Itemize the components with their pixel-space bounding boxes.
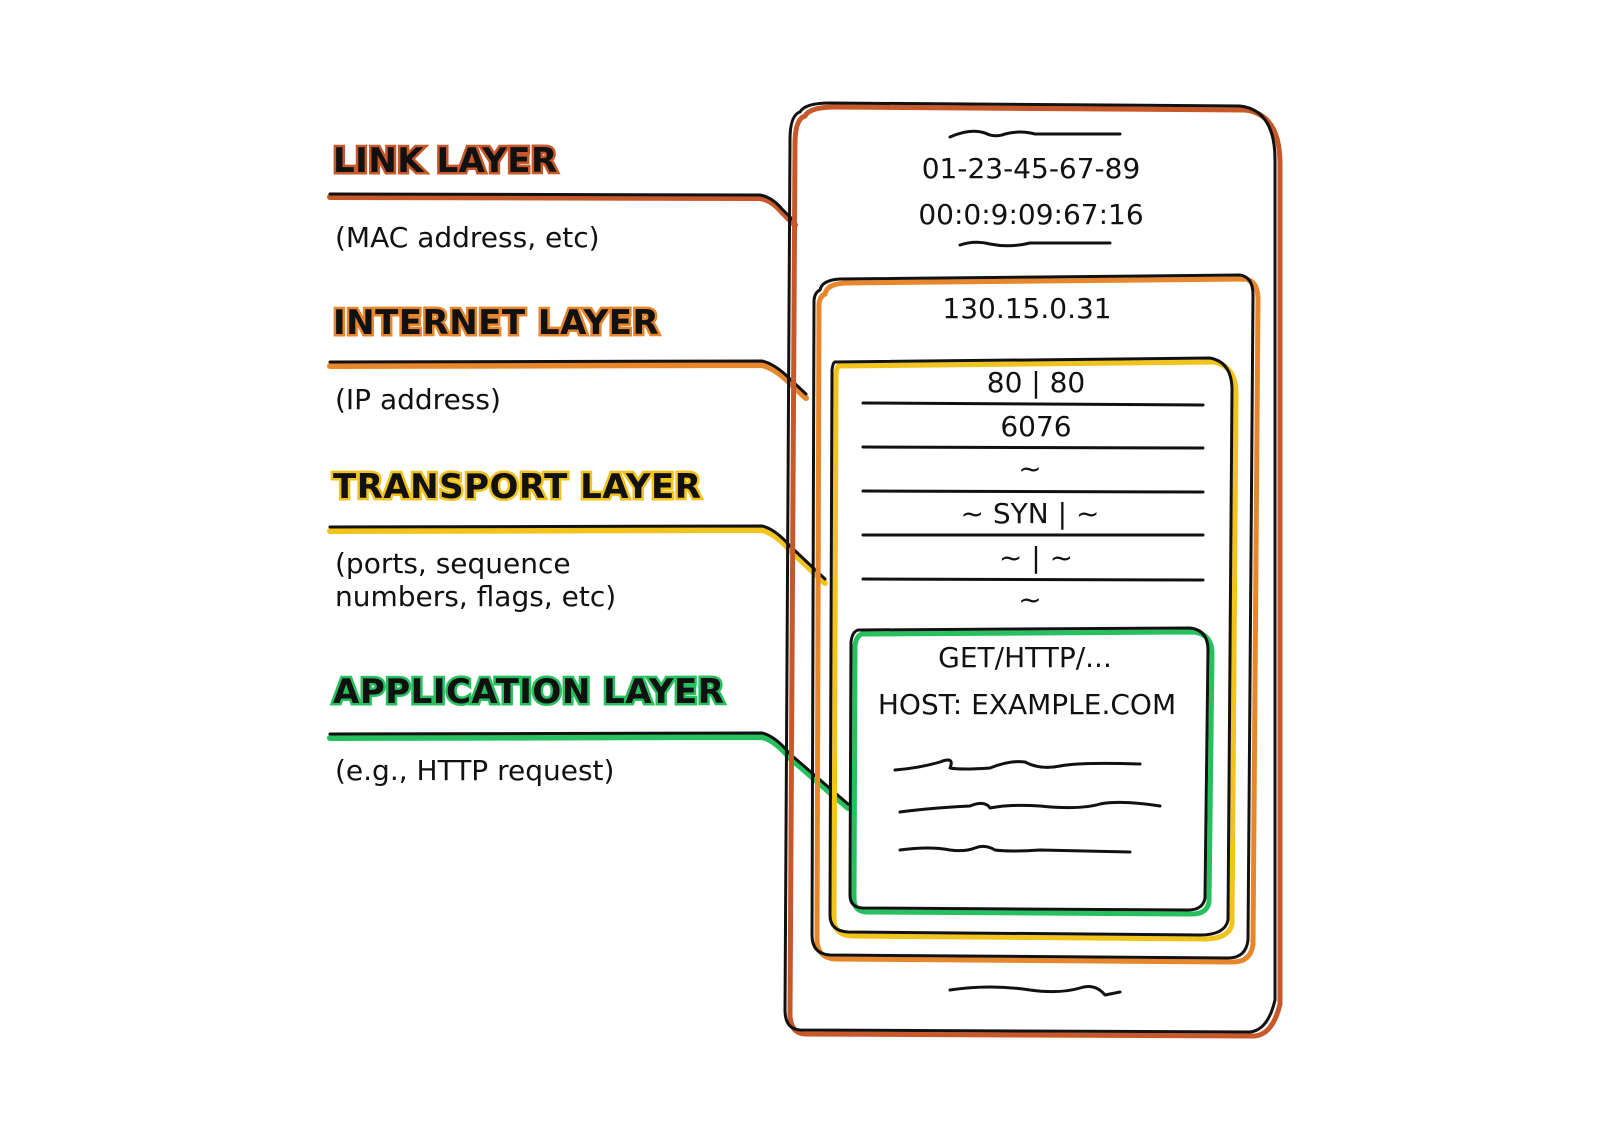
link-layer-desc: (MAC address, etc) — [335, 221, 600, 254]
transport-layer-underline-color — [327, 526, 828, 586]
internet-packet: 130.15.0.31 — [810, 273, 1261, 965]
internet-layer-title: INTERNET LAYER — [333, 303, 659, 343]
transport-layer-title: TRANSPORT LAYER — [333, 467, 701, 507]
transport-field-5: ~ | ~ — [999, 541, 1073, 574]
link-footer-squiggle — [948, 985, 1122, 997]
transport-field-3: ~ — [1018, 452, 1041, 485]
ip-address: 130.15.0.31 — [942, 292, 1111, 325]
http-request-line: GET/HTTP/... — [938, 641, 1112, 674]
transport-flags: ~ SYN | ~ — [961, 497, 1100, 530]
transport-sequence: 6076 — [1000, 410, 1071, 443]
link-layer-label: LINK LAYER (MAC address, etc) — [327, 139, 798, 254]
transport-layer-desc-line2: numbers, flags, etc) — [335, 580, 616, 613]
link-layer-title: LINK LAYER — [333, 141, 558, 181]
application-payload: GET/HTTP/... HOST: EXAMPLE.COM — [848, 626, 1215, 917]
application-layer-desc: (e.g., HTTP request) — [335, 754, 614, 787]
transport-ports: 80 | 80 — [987, 366, 1086, 399]
link-header-squiggle-2 — [958, 240, 1112, 248]
application-layer-title: APPLICATION LAYER — [333, 672, 724, 712]
link-layer-connector — [328, 192, 797, 224]
mac-source: 00:0:9:09:67:16 — [918, 198, 1143, 231]
http-host-header: HOST: EXAMPLE.COM — [878, 688, 1176, 721]
link-frame: 01-23-45-67-89 00:0:9:09:67:16 — [783, 101, 1283, 1039]
transport-layer-label: TRANSPORT LAYER (ports, sequence numbers… — [327, 465, 828, 613]
link-header-squiggle — [948, 129, 1122, 139]
payload-squiggle-1 — [893, 758, 1142, 772]
application-layer-label: APPLICATION LAYER (e.g., HTTP request) — [327, 670, 851, 811]
transport-layer-desc-line1: (ports, sequence — [335, 547, 571, 580]
transport-segment: 80 | 80 6076 ~ ~ SYN | ~ ~ | ~ ~ — [828, 356, 1239, 942]
internet-layer-desc: (IP address) — [335, 383, 501, 416]
transport-field-6: ~ — [1018, 583, 1041, 616]
payload-squiggle-3 — [898, 844, 1132, 854]
mac-destination: 01-23-45-67-89 — [922, 152, 1141, 185]
link-layer-underline-color — [327, 194, 798, 228]
internet-layer-label: INTERNET LAYER (IP address) — [327, 301, 809, 416]
transport-layer-connector — [328, 524, 827, 581]
payload-squiggle-2 — [898, 800, 1162, 814]
